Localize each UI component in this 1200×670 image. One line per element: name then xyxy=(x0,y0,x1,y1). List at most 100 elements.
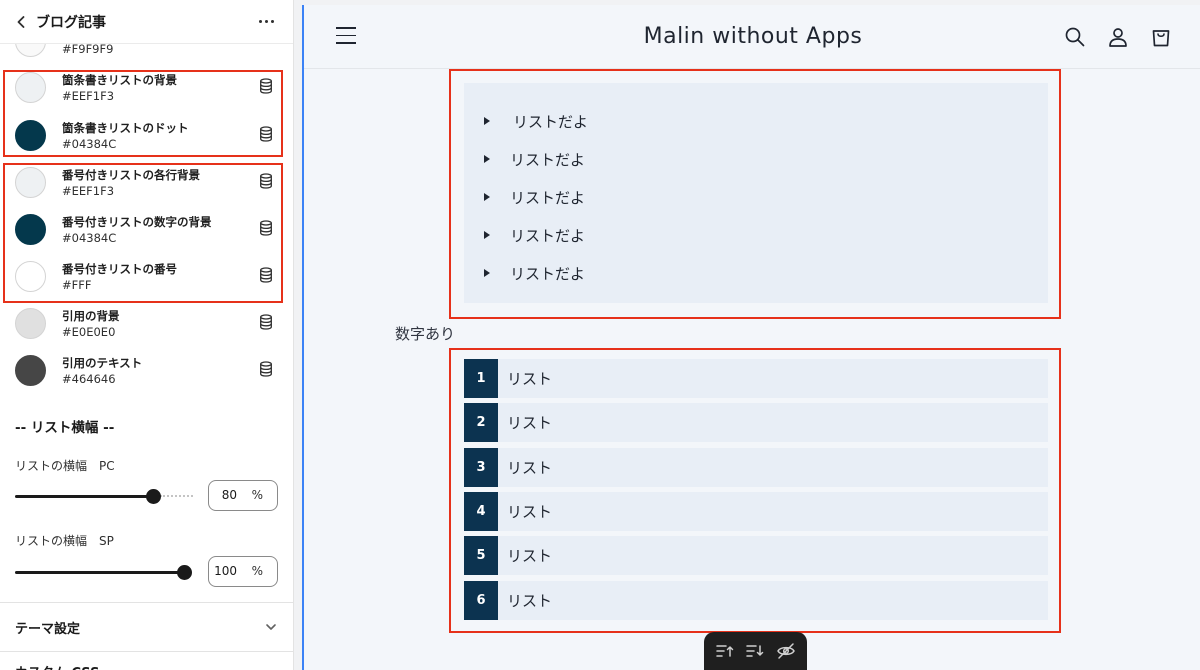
number-badge: 2 xyxy=(464,403,498,443)
preview-toolbar xyxy=(704,632,807,670)
theme-settings-label: テーマ設定 xyxy=(15,622,81,637)
color-setting-row[interactable]: 番号付きリストの数字の背景 #04384C xyxy=(0,214,293,261)
back-button[interactable] xyxy=(12,12,30,32)
color-hex: #FFF xyxy=(62,278,92,292)
database-icon[interactable] xyxy=(259,361,273,377)
color-setting-row[interactable]: 番号付きリストの番号 #FFF xyxy=(0,261,293,308)
color-swatch[interactable] xyxy=(15,261,46,292)
cart-icon[interactable] xyxy=(1149,25,1173,49)
color-label: 番号付きリストの各行背景 xyxy=(62,168,200,182)
color-swatch[interactable] xyxy=(15,44,46,57)
range-track-sp[interactable] xyxy=(15,571,187,574)
store-preview: Malin without Apps リストだよリストだよリストだよリストだよリ… xyxy=(302,5,1200,670)
color-hex: #E0E0E0 xyxy=(62,325,116,339)
color-setting-row[interactable]: 引用の背景 #E0E0E0 xyxy=(0,308,293,355)
database-icon[interactable] xyxy=(259,267,273,283)
width-sp-input[interactable]: 100 % xyxy=(208,556,278,587)
sort-down-icon[interactable] xyxy=(745,642,765,660)
color-swatch[interactable] xyxy=(15,214,46,245)
color-label: 引用の背景 xyxy=(62,309,120,323)
numbered-list-item: 3 リスト xyxy=(464,447,1048,487)
highlight-box xyxy=(3,70,283,157)
bullet-list-item: リストだよ xyxy=(484,109,588,133)
numbered-item-text: リスト xyxy=(507,414,553,433)
number-badge: 6 xyxy=(464,580,498,620)
width-pc-unit: % xyxy=(251,488,263,502)
numbered-item-text: リスト xyxy=(507,502,553,521)
custom-css-label[interactable]: カスタム CSS xyxy=(15,662,99,670)
chevron-down-icon xyxy=(266,624,276,630)
range-thumb-pc[interactable] xyxy=(146,489,161,504)
color-setting-row[interactable]: 箇条書きリストの背景#EEF1F3 xyxy=(0,72,293,119)
range-remaining-pc xyxy=(160,495,193,498)
bullet-item-text: リストだよ xyxy=(510,150,586,169)
color-setting-row[interactable]: #F9F9F9 xyxy=(0,22,293,69)
highlight-box xyxy=(449,69,1061,319)
color-swatch[interactable] xyxy=(15,308,46,339)
bullet-list-item: リストだよ xyxy=(484,261,585,285)
triangle-bullet-icon xyxy=(484,193,490,201)
menu-button[interactable] xyxy=(336,27,356,45)
color-setting-row[interactable]: 箇条書きリストのドット #04384C xyxy=(0,120,293,167)
color-swatch[interactable] xyxy=(15,120,46,151)
database-icon[interactable] xyxy=(259,220,273,236)
number-badge: 1 xyxy=(464,359,498,398)
database-icon[interactable] xyxy=(259,126,273,142)
database-icon[interactable] xyxy=(259,173,273,189)
dot-icon xyxy=(258,19,262,23)
triangle-bullet-icon xyxy=(484,231,490,239)
sidebar-header: ブログ記事 xyxy=(0,0,293,44)
more-options-button[interactable] xyxy=(254,11,278,31)
color-hex: #04384C xyxy=(62,137,117,151)
color-label: 箇条書きリストのドット xyxy=(62,121,189,135)
database-icon[interactable] xyxy=(259,78,273,94)
bullet-list: リストだよリストだよリストだよリストだよリストだよ xyxy=(464,83,1048,303)
range-label-pc: リストの横幅 PC xyxy=(15,459,115,473)
color-label: 番号付きリストの番号 xyxy=(62,262,177,276)
width-pc-value: 80 xyxy=(221,488,237,502)
store-title[interactable]: Malin without Apps xyxy=(643,24,863,49)
triangle-bullet-icon xyxy=(484,155,490,163)
range-thumb-sp[interactable] xyxy=(177,565,192,580)
eye-off-icon[interactable] xyxy=(776,642,796,660)
chevron-left-icon xyxy=(17,16,25,28)
color-hex: #04384C xyxy=(62,231,117,245)
list-width-heading: -- リスト横幅 -- xyxy=(15,420,115,436)
bullet-item-text: リストだよ xyxy=(510,264,586,283)
color-setting-row[interactable]: 番号付きリストの各行背景#EEF1F3 xyxy=(0,167,293,214)
color-swatch[interactable] xyxy=(15,72,46,103)
color-hex: #464646 xyxy=(62,372,116,386)
color-label: 引用のテキスト xyxy=(62,356,143,370)
numbered-list-item: 4 リスト xyxy=(464,491,1048,531)
bullet-list-item: リストだよ xyxy=(484,223,585,247)
menu-line xyxy=(336,27,356,29)
bullet-list-item: リストだよ xyxy=(484,185,585,209)
color-swatch[interactable] xyxy=(15,167,46,198)
account-icon[interactable] xyxy=(1106,25,1130,49)
bullet-list-item: リストだよ xyxy=(484,147,585,171)
width-sp-value: 100 xyxy=(214,564,237,578)
menu-line xyxy=(336,42,356,44)
color-label: 番号付きリストの数字の背景 xyxy=(62,215,212,229)
search-icon[interactable] xyxy=(1063,25,1087,49)
range-track-pc[interactable] xyxy=(15,495,153,498)
number-badge: 4 xyxy=(464,491,498,531)
sort-up-icon[interactable] xyxy=(715,642,735,660)
numbered-list-item: 2 リスト xyxy=(464,403,1048,443)
bullet-item-text: リストだよ xyxy=(510,188,586,207)
dot-icon xyxy=(270,19,274,23)
database-icon[interactable] xyxy=(259,314,273,330)
color-setting-row[interactable]: 引用のテキスト #464646 xyxy=(0,355,293,402)
number-badge: 3 xyxy=(464,447,498,487)
highlight-box xyxy=(3,163,283,303)
theme-settings-row[interactable]: テーマ設定 xyxy=(0,604,293,650)
highlight-box xyxy=(449,348,1061,633)
width-pc-input[interactable]: 80 % xyxy=(208,480,278,511)
numbered-item-text: リスト xyxy=(507,458,553,477)
color-swatch[interactable] xyxy=(15,355,46,386)
triangle-bullet-icon xyxy=(484,269,490,277)
